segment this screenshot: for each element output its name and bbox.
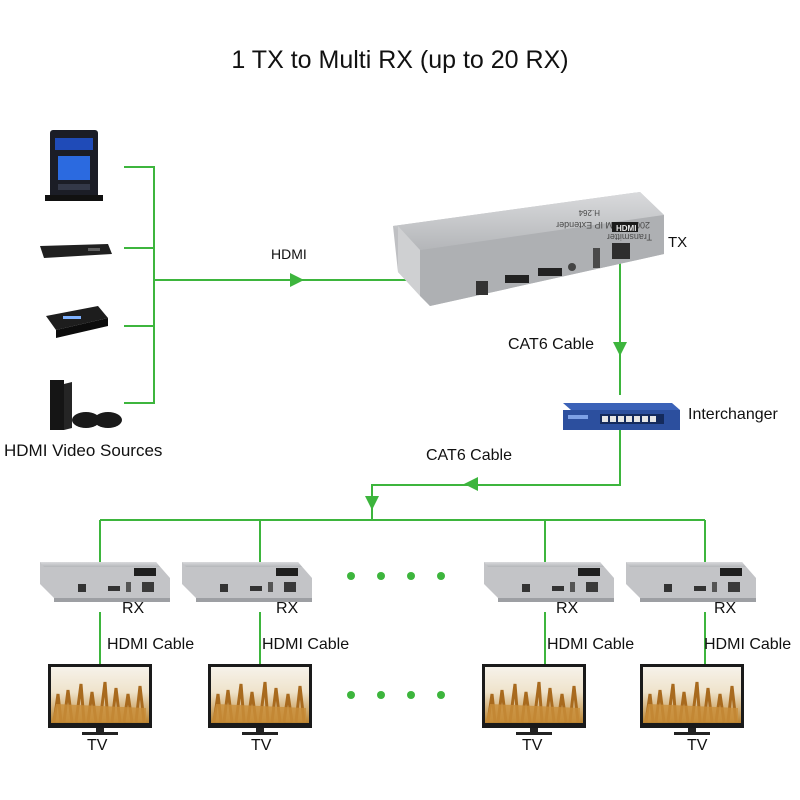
cat6-bottom-label: CAT6 Cable bbox=[426, 447, 512, 464]
tx-brand-text: HDMI bbox=[616, 224, 636, 233]
tx-usb-port bbox=[593, 248, 600, 268]
tv-4-icon bbox=[638, 662, 746, 737]
tv-3-icon bbox=[480, 662, 588, 737]
tx-hdmi-in-port bbox=[505, 275, 529, 283]
set-top-box-icon bbox=[46, 306, 108, 338]
cat6-top-label: CAT6 Cable bbox=[508, 336, 594, 353]
tx-model-text: 200M KVM IP Extender bbox=[556, 220, 650, 230]
tx-rj45-port bbox=[612, 243, 630, 259]
dvd-player-icon bbox=[40, 244, 112, 258]
rx-2-label: RX bbox=[276, 600, 299, 617]
split-down-arrow-icon bbox=[365, 496, 379, 510]
tv-2-icon bbox=[206, 662, 314, 737]
rx-1-label: RX bbox=[122, 600, 145, 617]
receiver-ellipsis bbox=[347, 572, 445, 580]
tv-1-label: TV bbox=[87, 737, 108, 754]
rx-3-label: RX bbox=[556, 600, 579, 617]
tx-hdmi-out-port bbox=[538, 268, 562, 276]
rx-4-label: RX bbox=[714, 600, 737, 617]
cat6-left-arrow-icon bbox=[464, 477, 478, 491]
switch-device bbox=[563, 403, 680, 430]
receiver-3 bbox=[484, 562, 614, 602]
receiver-4 bbox=[626, 562, 756, 602]
sources-label: HDMI Video Sources bbox=[4, 441, 163, 460]
tv-4-label: TV bbox=[687, 737, 708, 754]
tx-power-port bbox=[476, 281, 488, 295]
hdmi-cable-3-label: HDMI Cable bbox=[547, 636, 635, 653]
hdmi-cable-4-label: HDMI Cable bbox=[704, 636, 792, 653]
transmitter-device: 200M KVM IP Extender H.264 Transmitter H… bbox=[393, 192, 664, 306]
hdmi-cable-2-label: HDMI Cable bbox=[262, 636, 350, 653]
game-console-icon bbox=[50, 380, 122, 430]
tv-ellipsis bbox=[347, 691, 445, 699]
page-title: 1 TX to Multi RX (up to 20 RX) bbox=[231, 46, 569, 74]
tx-label: TX bbox=[668, 234, 688, 251]
pc-tower-icon bbox=[45, 130, 103, 201]
tx-audio-jack bbox=[568, 263, 576, 271]
hdmi-arrow-icon bbox=[290, 273, 304, 287]
tv-2-label: TV bbox=[251, 737, 272, 754]
receiver-2 bbox=[182, 562, 312, 602]
cat6-down-arrow-icon bbox=[613, 342, 627, 356]
arrowheads bbox=[290, 273, 627, 510]
hdmi-label: HDMI bbox=[271, 246, 307, 262]
hdmi-cable-1-label: HDMI Cable bbox=[107, 636, 195, 653]
tx-logo-plate bbox=[612, 222, 638, 232]
tv-1-icon bbox=[46, 662, 154, 737]
receiver-1 bbox=[40, 562, 170, 602]
tv-3-label: TV bbox=[522, 737, 543, 754]
tx-name-text: Transmitter bbox=[607, 232, 652, 242]
tx-codec-text: H.264 bbox=[578, 208, 600, 217]
interchanger-label: Interchanger bbox=[688, 406, 778, 423]
